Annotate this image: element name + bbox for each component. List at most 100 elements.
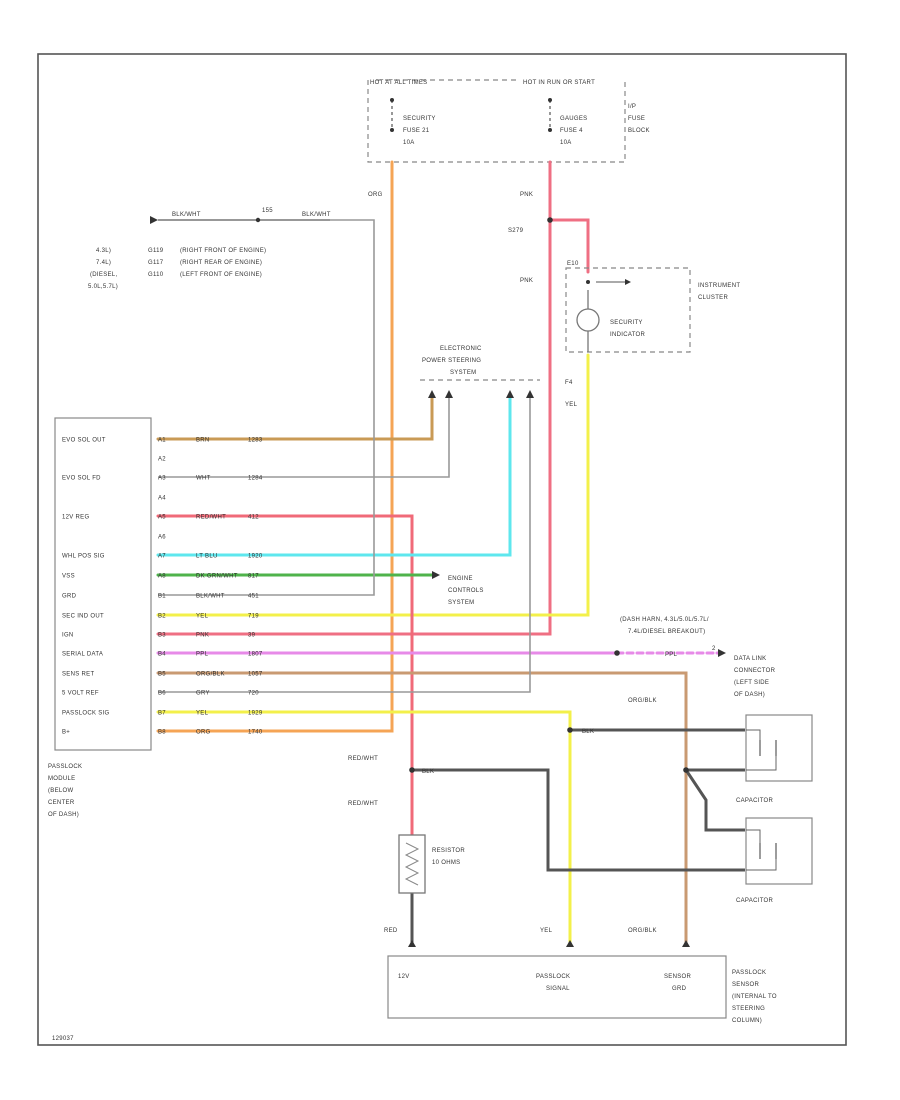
ground-note-3c: (LEFT FRONT OF ENGINE): [180, 272, 262, 278]
ic-indicator-1: SECURITY: [610, 320, 643, 326]
fuse1-line1: SECURITY: [403, 116, 436, 122]
module-pin-b7: B7: [158, 711, 166, 717]
wire-blkwht: [158, 219, 375, 596]
ground-note-3b: G110: [148, 272, 164, 278]
module-pin-b8: B8: [158, 730, 166, 736]
module-wire-a5: RED/WHT: [196, 515, 226, 521]
dlc-pin: 2: [712, 646, 716, 652]
figure-id: 129037: [52, 1036, 74, 1042]
eps-block: ELECTRONIC POWER STEERING SYSTEM: [420, 346, 540, 398]
sensor-pin3-1: SENSOR: [664, 974, 692, 980]
sensor-pin2-1: PASSLOCK: [536, 974, 570, 980]
eps-name-1: ELECTRONIC: [440, 346, 482, 352]
module-name-3: (BELOW: [48, 788, 74, 794]
wire-wht: [158, 398, 450, 478]
module-row-label-b6: 5 VOLT REF: [62, 691, 99, 697]
module-row-label-b5: SENS RET: [62, 672, 94, 678]
dlc-split-1: (DASH HARN, 4.3L/5.0L/5.7L/: [620, 617, 709, 623]
module-pin-a4: A4: [158, 496, 166, 502]
ic-name-2: CLUSTER: [698, 295, 728, 301]
label-yel-ic: YEL: [565, 402, 578, 408]
dlc-split-2: 7.4L/DIESEL BREAKOUT): [628, 629, 705, 635]
sensor-pin1: 12V: [398, 974, 410, 980]
module-pin-a6: A6: [158, 535, 166, 541]
module-wire-a3: WHT: [196, 476, 211, 482]
module-pin-b1: B1: [158, 594, 166, 600]
label-f4: F4: [565, 380, 573, 386]
wire-pnk-ic: [548, 218, 590, 274]
ground-note-2c: (RIGHT REAR OF ENGINE): [180, 260, 262, 266]
fuse2-line1: GAUGES: [560, 116, 587, 122]
module-row-label-a1: EVO SOL OUT: [62, 438, 106, 444]
resistor: RESISTOR 10 OHMS: [398, 834, 465, 894]
ground-wire1: BLK/WHT: [172, 212, 201, 218]
module-row-label-b3: IGN: [62, 633, 74, 639]
wire-brn: [156, 396, 434, 441]
module-circuit-b4: 1807: [248, 652, 263, 658]
module-circuit-a1: 1283: [248, 438, 263, 444]
module-wire-b5: ORG/BLK: [196, 672, 225, 678]
sensor-name-3: (INTERNAL TO: [732, 994, 777, 1000]
module-wire-b6: GRY: [196, 691, 210, 697]
dlc-wire: PPL: [665, 652, 678, 658]
instrument-cluster: E10 SECURITY INDICATOR INSTRUMENT CLUSTE…: [565, 261, 740, 353]
module-circuit-b6: 720: [248, 691, 259, 697]
module-row-label-a5: 12V REG: [62, 515, 89, 521]
dlc-name-2: CONNECTOR: [734, 668, 776, 674]
module-pin-a8: A8: [158, 574, 166, 580]
engine-controls-arrow: [432, 571, 440, 579]
fuse2-line3: 10A: [560, 140, 572, 146]
module-row-label-b1: GRD: [62, 594, 77, 600]
capacitor-1-label: CAPACITOR: [736, 798, 774, 804]
module-circuit-a7: 1920: [248, 554, 263, 560]
eps-name-3: SYSTEM: [450, 370, 476, 376]
passlock-sensor: 12V PASSLOCK SIGNAL SENSOR GRD PASSLOCK …: [387, 940, 777, 1024]
capacitor-2-label: CAPACITOR: [736, 898, 774, 904]
module-circuit-a5: 412: [248, 515, 259, 521]
ground-symbol: [150, 216, 158, 224]
ground-note-1a: 4.3L): [96, 248, 111, 254]
ground-note-2b: G117: [148, 260, 164, 266]
module-row-label-a3: EVO SOL FD: [62, 476, 101, 482]
module-circuit-b3: 39: [248, 633, 256, 639]
module-circuit-b7: 1929: [248, 711, 263, 717]
module-wire-b3: PNK: [196, 633, 209, 639]
module-pin-b4: B4: [158, 652, 166, 658]
sensor-name-4: STEERING: [732, 1006, 765, 1012]
module-name-2: MODULE: [48, 776, 75, 782]
wire-blk-cap2: [684, 769, 745, 832]
module-name-1: PASSLOCK: [48, 764, 82, 770]
fuse1-line2: FUSE 21: [403, 128, 430, 134]
data-link-connector: (DASH HARN, 4.3L/5.0L/5.7L/ 7.4L/DIESEL …: [620, 617, 776, 698]
ground-block: BLK/WHT 155 BLK/WHT 4.3L) G119 (RIGHT FR…: [88, 208, 331, 290]
module-name-4: CENTER: [48, 800, 75, 806]
ground-note-4a: 5.0L,5.7L): [88, 284, 118, 290]
module-pin-b6: B6: [158, 691, 166, 697]
resistor-name-1: RESISTOR: [432, 848, 465, 854]
label-orgblk-dlc: ORG/BLK: [628, 698, 657, 704]
module-row-label-b7: PASSLOCK SIG: [62, 711, 110, 717]
wire-pnk-main: [156, 160, 552, 636]
fuse2-line2: FUSE 4: [560, 128, 583, 134]
ground-note-3a: (DIESEL,: [90, 272, 117, 278]
module-pin-a2: A2: [158, 457, 166, 463]
wire-orgblk: [156, 671, 688, 945]
module-row-label-b8: B+: [62, 730, 70, 736]
module-wire-b1: BLK/WHT: [196, 594, 225, 600]
dlc-name-1: DATA LINK: [734, 656, 767, 662]
wire-blk-res: [412, 768, 745, 872]
cap-wire-2: BLK: [422, 769, 434, 775]
module-pin-a3: A3: [158, 476, 166, 482]
module-circuit-a3: 1284: [248, 476, 263, 482]
ic-indicator-2: INDICATOR: [610, 332, 646, 338]
hot-in-run-label: HOT IN RUN OR START: [523, 80, 595, 86]
module-wire-a7: LT BLU: [196, 554, 218, 560]
module-pin-b3: B3: [158, 633, 166, 639]
fuse-block-name-3: BLOCK: [628, 128, 650, 134]
fuse-block-name-2: FUSE: [628, 116, 645, 122]
module-wire-b2: YEL: [196, 614, 209, 620]
module-pin-b5: B5: [158, 672, 166, 678]
wire-ltblu: [156, 396, 512, 557]
wire-yel-sensor: [156, 710, 572, 945]
